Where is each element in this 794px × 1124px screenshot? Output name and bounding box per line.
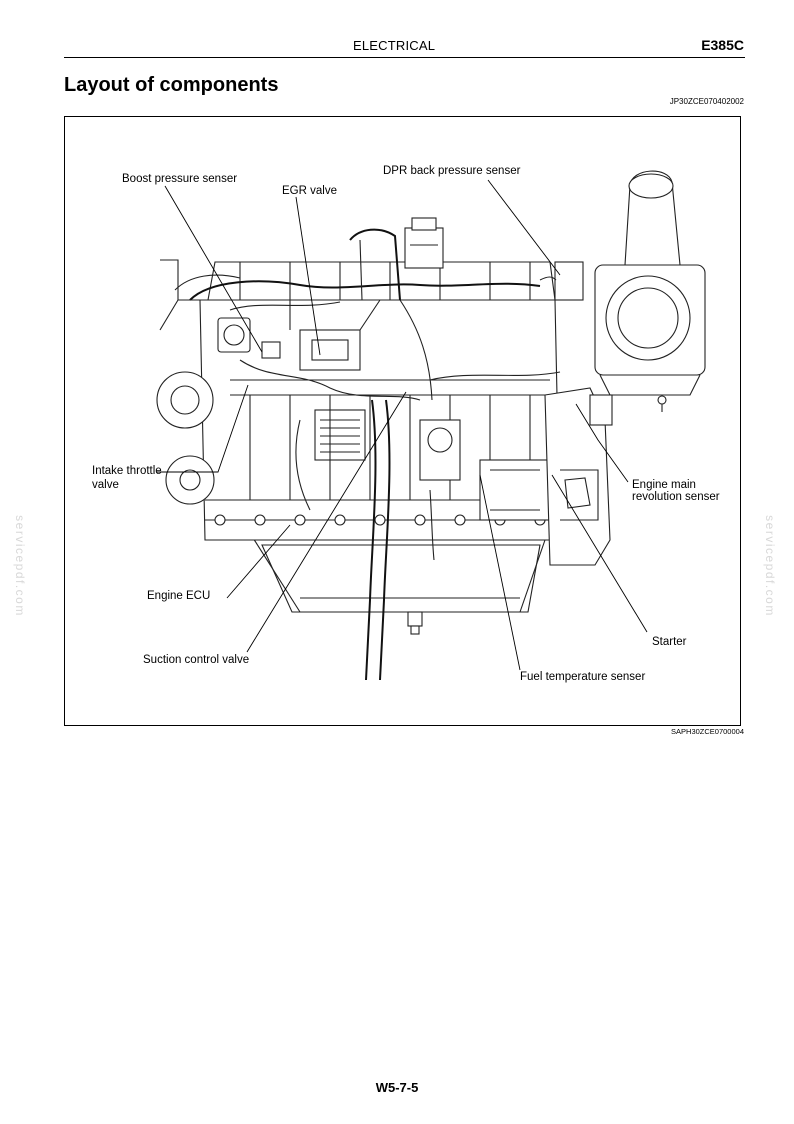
header-model-name: E385C — [701, 37, 744, 53]
page-number: W5-7-5 — [375, 1080, 419, 1095]
watermark-right: servicepdf.com — [763, 515, 777, 617]
label-egr-valve: EGR valve — [282, 185, 337, 197]
label-engine-main-revolution-senser-line1: Engine main — [632, 479, 696, 491]
front-pulley — [156, 371, 214, 429]
starter-motor — [479, 459, 551, 521]
label-engine-ecu: Engine ECU — [147, 590, 210, 602]
label-intake-throttle-valve-line2: valve — [92, 479, 119, 491]
watermark-left: servicepdf.com — [13, 515, 27, 617]
label-suction-control-valve: Suction control valve — [143, 654, 249, 666]
label-intake-throttle-valve-line1: Intake throttle — [92, 465, 162, 477]
label-boost-pressure-senser: Boost pressure senser — [122, 173, 237, 185]
intake-throttle-body — [217, 317, 251, 353]
label-fuel-temperature-senser: Fuel temperature senser — [520, 671, 645, 683]
top-sensor-box — [404, 227, 444, 269]
leader-lines — [156, 179, 648, 671]
dpr-sensor-body — [554, 261, 584, 301]
header-divider — [64, 57, 745, 58]
oil-pan — [261, 544, 541, 613]
engine-drawing — [156, 170, 706, 681]
page-title: Layout of components — [64, 74, 279, 96]
figure-frame — [64, 116, 741, 726]
label-starter: Starter — [652, 636, 687, 648]
header-section-title: ELECTRICAL — [353, 38, 436, 53]
supply-pump — [419, 419, 461, 481]
figure-code: SAPH30ZCE0700004 — [671, 727, 744, 736]
label-engine-main-revolution-senser-line2: revolution senser — [632, 491, 720, 503]
label-dpr-back-pressure-senser: DPR back pressure senser — [383, 165, 521, 177]
component-labels: Boost pressure senser EGR valve DPR back… — [92, 165, 720, 683]
document-code: JP30ZCE070402002 — [669, 97, 744, 106]
